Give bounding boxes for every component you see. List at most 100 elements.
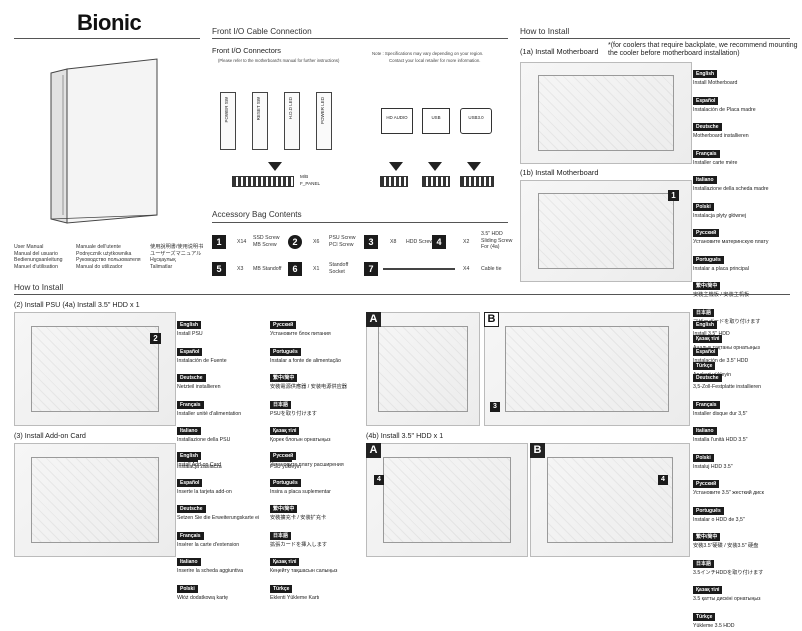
manual-lang-2-2: Podręcznik użytkownika [76, 250, 132, 257]
mb-lang-text: Instalacja płyty głównej [693, 212, 747, 219]
header-usb3-label: USB3.0 [468, 115, 484, 120]
addon-lang-text: Inserte la tarjeta add-on [177, 488, 232, 495]
hdd-lang-tag: English [693, 321, 718, 329]
psu-lang-tag: Italiano [177, 427, 201, 435]
addon-lang-tag: Español [177, 478, 203, 487]
psu-illustration [14, 312, 176, 426]
panel-a-top-label: A [366, 312, 381, 327]
arrow-down-icon [428, 162, 442, 171]
callout-4b: 4 [658, 475, 668, 485]
accessory-title: Accessory Bag Contents [212, 210, 302, 219]
cable-power-led: POWER LED [316, 92, 332, 150]
addon-lang-tag: Türkçe [270, 584, 293, 593]
mb-lang-text: Installer carte mère [693, 159, 738, 166]
arrow-down-icon [268, 162, 282, 171]
accessory-item-7-number: 7 [364, 262, 378, 276]
addon-lang-tag: English [177, 452, 202, 460]
accessory-item-1-label-1: SSD Screw [253, 235, 280, 241]
manual-lang-3-3: Нұсқаулық [150, 257, 176, 264]
manual-lang-3-2: ユーザーズマニュアル [150, 250, 202, 257]
addon-lang-text: Inserire la scheda aggiuntiva [177, 568, 244, 574]
mb-lang-tag: 繁中/简中 [693, 282, 721, 290]
accessory-item-5-number: 5 [212, 262, 226, 276]
accessory-item-2-label-1: PSU Screw [329, 235, 356, 241]
manual-lang-3-1: 使用說明書/使用说明书 [150, 244, 204, 250]
psu-lang-text: Instalacja zasilacza [177, 463, 222, 470]
hdd-lang-text: Yükleme 3.5 HDD [693, 622, 735, 629]
hdd-lang-text: Instalar o HDD de 3,5" [693, 516, 745, 523]
motherboard-1a-illustration [520, 62, 692, 164]
case-illustration [45, 55, 170, 225]
fpanel-label-fpanel: F_PANEL [300, 181, 321, 186]
hdd-a-top-illustration [366, 312, 480, 426]
accessory-item-6-qty: X1 [313, 266, 320, 272]
mb-lang-text: Instalación de Placa madre [693, 106, 756, 113]
psu-lang-tag: Português [270, 347, 301, 356]
hdd-lang-tag: Español [693, 347, 719, 356]
callout-3: 3 [490, 402, 500, 412]
psu-lang-tag: Español [177, 347, 203, 356]
accessory-item-6-number: 6 [288, 262, 302, 276]
callout-4: 4 [374, 475, 384, 485]
arrow-down-icon [389, 162, 403, 171]
manual-lang-1-3: Bedienungsanleitung [14, 257, 63, 264]
accessory-item-1-qty: X14 [237, 239, 247, 245]
hdd-lang-text: Installer disque dur 3,5" [693, 410, 748, 417]
addon-lang-text: Кеңейту тақшасын салыңыз [270, 568, 338, 574]
callout-2: 2 [150, 333, 161, 344]
install-bottom-title: How to Install [14, 283, 64, 292]
addon-lang-text: Install Add-on Card [177, 462, 222, 468]
mb-lang-tag: 日本語 [693, 308, 715, 317]
psu-lang-text: PSU yükleyin [270, 463, 301, 470]
manual-langs-col2: Manuale dell'utente Podręcznik użytkowni… [76, 244, 142, 270]
panel-b-top-label: B [484, 312, 499, 327]
mb-lang-tag: Português [693, 255, 724, 264]
cable-power-led-label: POWER LED [320, 97, 325, 125]
hdd-lang-text: 3,5-Zoll-Festplatte installieren [693, 384, 762, 390]
manual-lang-1-2: Manual del usuario [14, 250, 58, 257]
cable-hdd-led-label: H.D.D LED [288, 97, 293, 120]
addon-card-illustration [14, 443, 176, 557]
cable-hdd-led: H.D.D LED [284, 92, 300, 150]
accessory-item-1-label: SSD Screw MB Screw [253, 235, 280, 248]
hdd-b-top-illustration [484, 312, 690, 426]
addon-lang-text: 安裝擴充卡 / 安装扩充卡 [270, 515, 327, 521]
mb-lang-tag: Polski [693, 202, 714, 211]
manual-lang-2-4: Manual do utilizador [76, 263, 123, 270]
mb-lang-text: 安裝主機板 / 安装主机板 [693, 292, 750, 298]
mb-lang-text: Аналық тақтаны орнатыңыз [693, 345, 760, 351]
step-1b-title: (1b) Install Motherboard [520, 168, 599, 177]
addon-lang-text: 拡張カードを挿入します [270, 541, 328, 548]
audio-pin-header [380, 176, 408, 187]
psu-lang-tag: Deutsche [177, 374, 206, 382]
accessory-item-6-label: Standoff Socket [329, 262, 348, 275]
mb-lang-text: Installazione della scheda madre [693, 186, 769, 192]
brand-rule [14, 38, 200, 39]
step-2-title: (2) Install PSU (4a) Install 3.5" HDD x … [14, 300, 140, 309]
header-usb-label: USB [431, 115, 441, 120]
accessory-item-1-label-2: MB Screw [253, 241, 277, 248]
addon-lang-text: Włóż dodatkową kartę [177, 594, 229, 601]
addon-lang-text: Установите плату расширения [270, 462, 344, 468]
accessory-item-3-qty: X8 [390, 239, 397, 245]
accessory-item-3-label: HDD Screw [406, 239, 434, 245]
addon-lang-tag: Português [270, 478, 301, 487]
psu-lang-text: Instalar a fonte de alimentação [270, 357, 341, 364]
